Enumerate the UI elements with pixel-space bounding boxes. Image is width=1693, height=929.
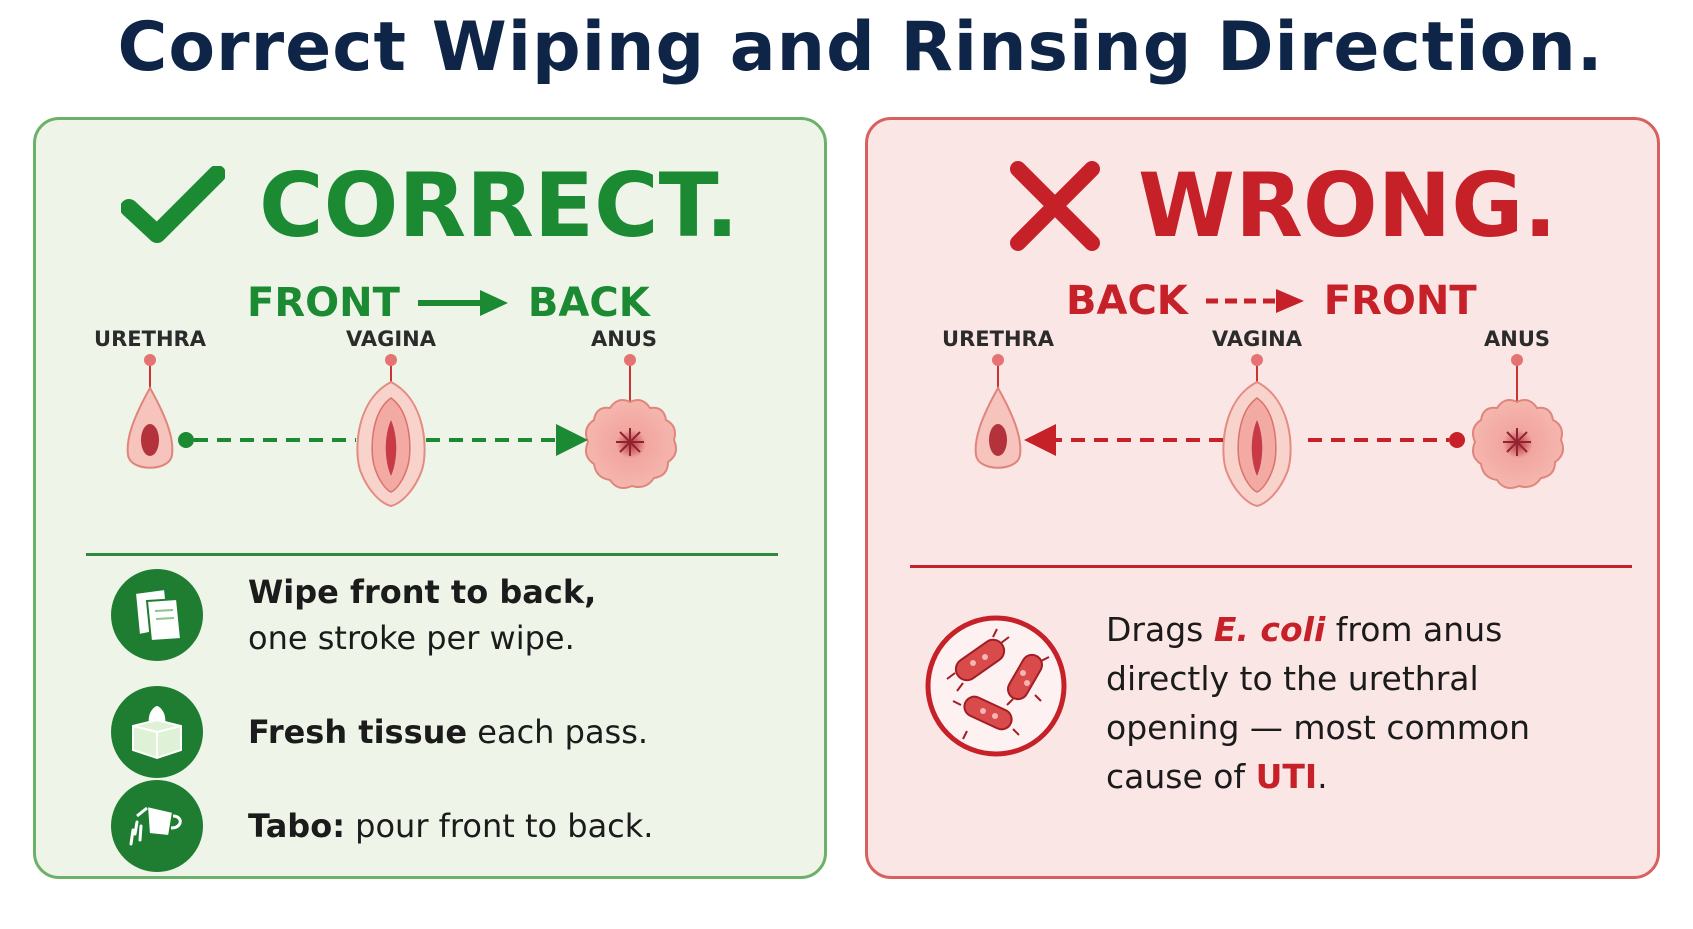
direction-from: BACK <box>1066 278 1188 324</box>
water-pitcher-icon <box>111 780 203 872</box>
tip-fresh-tissue: Fresh tissue each pass. <box>111 686 648 778</box>
label-urethra: URETHRA <box>94 327 206 351</box>
urethra-icon <box>126 354 174 469</box>
cross-icon <box>1010 160 1100 251</box>
correct-direction: FRONT BACK <box>247 280 650 326</box>
label-vagina: VAGINA <box>346 327 436 351</box>
correct-anatomy-diagram <box>126 354 677 508</box>
direction-to: BACK <box>527 280 650 326</box>
tip-wipe-text: Wipe front to back, one stroke per wipe. <box>248 573 597 657</box>
page-title: Correct Wiping and Rinsing Direction. <box>117 8 1604 87</box>
dashed-arrow-right-icon <box>1205 289 1304 313</box>
tip-wipe: Wipe front to back, one stroke per wipe. <box>111 569 596 661</box>
correct-headline: CORRECT. <box>121 154 739 257</box>
tissue-box-icon <box>111 686 203 778</box>
wrong-anatomy-diagram <box>974 354 1564 508</box>
label-urethra: URETHRA <box>942 327 1054 351</box>
wrong-headline: WRONG. <box>1008 154 1557 257</box>
arrow-right-icon <box>417 290 508 316</box>
warning-text: Drags E. coli from anus directly to the … <box>1106 610 1531 796</box>
label-anus: ANUS <box>1483 327 1551 351</box>
correct-panel: CORRECT. FRONT BACK URETHRA VAGINA ANUS <box>33 117 827 879</box>
front-to-back-arrow <box>178 424 588 456</box>
direction-to: FRONT <box>1323 278 1477 324</box>
urethra-icon <box>974 354 1022 469</box>
direction-from: FRONT <box>247 280 400 326</box>
back-to-front-arrow <box>1024 424 1465 456</box>
wrong-headline-text: WRONG. <box>1138 154 1557 257</box>
checkmark-icon <box>121 165 225 243</box>
tip-fresh-tissue-text: Fresh tissue each pass. <box>248 713 649 751</box>
tip-tabo-text: Tabo: pour front to back. <box>248 807 654 845</box>
wrong-panel: WRONG. BACK FRONT URETHRA VAGINA ANUS <box>865 117 1660 879</box>
wrong-divider <box>910 565 1632 568</box>
correct-headline-text: CORRECT. <box>259 154 739 257</box>
vagina-icon <box>1222 354 1292 508</box>
anus-icon <box>1472 354 1564 489</box>
wrong-direction: BACK FRONT <box>1066 278 1477 324</box>
bacteria-icon <box>925 615 1067 757</box>
tissue-sheets-icon <box>111 569 203 661</box>
tip-tabo: Tabo: pour front to back. <box>111 780 653 872</box>
anus-icon <box>585 354 677 489</box>
vagina-icon <box>356 354 426 508</box>
correct-divider <box>86 553 778 556</box>
label-vagina: VAGINA <box>1212 327 1302 351</box>
label-anus: ANUS <box>590 327 658 351</box>
